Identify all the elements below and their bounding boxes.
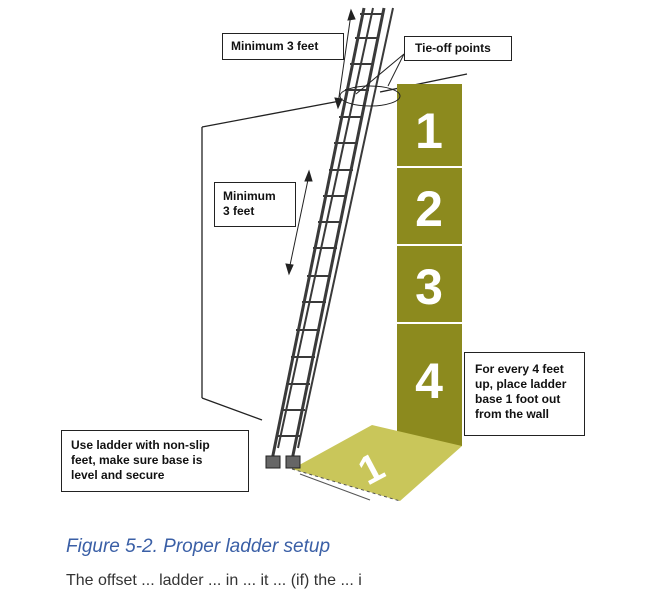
ladder-base-callout: Use ladder with non-slip feet, make sure… [61,430,249,492]
wall-segment-1 [397,84,462,166]
extension-ladder [265,7,401,469]
wall-outline [201,73,468,421]
wall-segment-3-label: 3 [415,259,443,315]
wall-segment-4-label: 4 [415,353,443,409]
four-to-one-rule-line4: from the wall [475,407,550,421]
wall-segment-3 [397,246,462,322]
minimum-3-feet-top-callout: Minimum 3 feet [222,33,344,60]
wall-segments: 1 2 3 4 [397,84,462,446]
wall-segment-4 [397,324,462,446]
tie-off-points-callout: Tie-off points [404,36,512,61]
tie-off-points-text: Tie-off points [415,41,491,55]
wall-segment-2-label: 2 [415,181,443,237]
floor-segment: 1 [291,425,462,502]
measurement-arrows [285,8,356,276]
ladder-base-line3: level and secure [71,468,165,482]
minimum-3-feet-overlap-line2: 3 feet [223,204,255,218]
ladder-base-line2: feet, make sure base is [71,453,203,467]
figure-caption: Figure 5-2. Proper ladder setup [66,536,331,557]
four-to-one-rule-line1: For every 4 feet [475,362,564,376]
minimum-3-feet-overlap-callout: Minimum 3 feet [214,182,296,227]
four-to-one-rule-line2: up, place ladder [475,377,567,391]
four-to-one-rule-line3: base 1 foot out [475,392,561,406]
wall-segment-1-label: 1 [415,103,443,159]
minimum-3-feet-top-text: Minimum 3 feet [231,39,319,53]
minimum-3-feet-overlap-line1: Minimum [223,189,276,203]
callout-leaders [355,53,405,95]
body-text-cutoff: The offset ... ladder ... in ... it ... … [66,572,362,589]
wall-segment-2 [397,168,462,244]
ladder-base-line1: Use ladder with non-slip [71,438,210,452]
four-to-one-rule-callout: For every 4 feet up, place ladder base 1… [464,352,585,436]
